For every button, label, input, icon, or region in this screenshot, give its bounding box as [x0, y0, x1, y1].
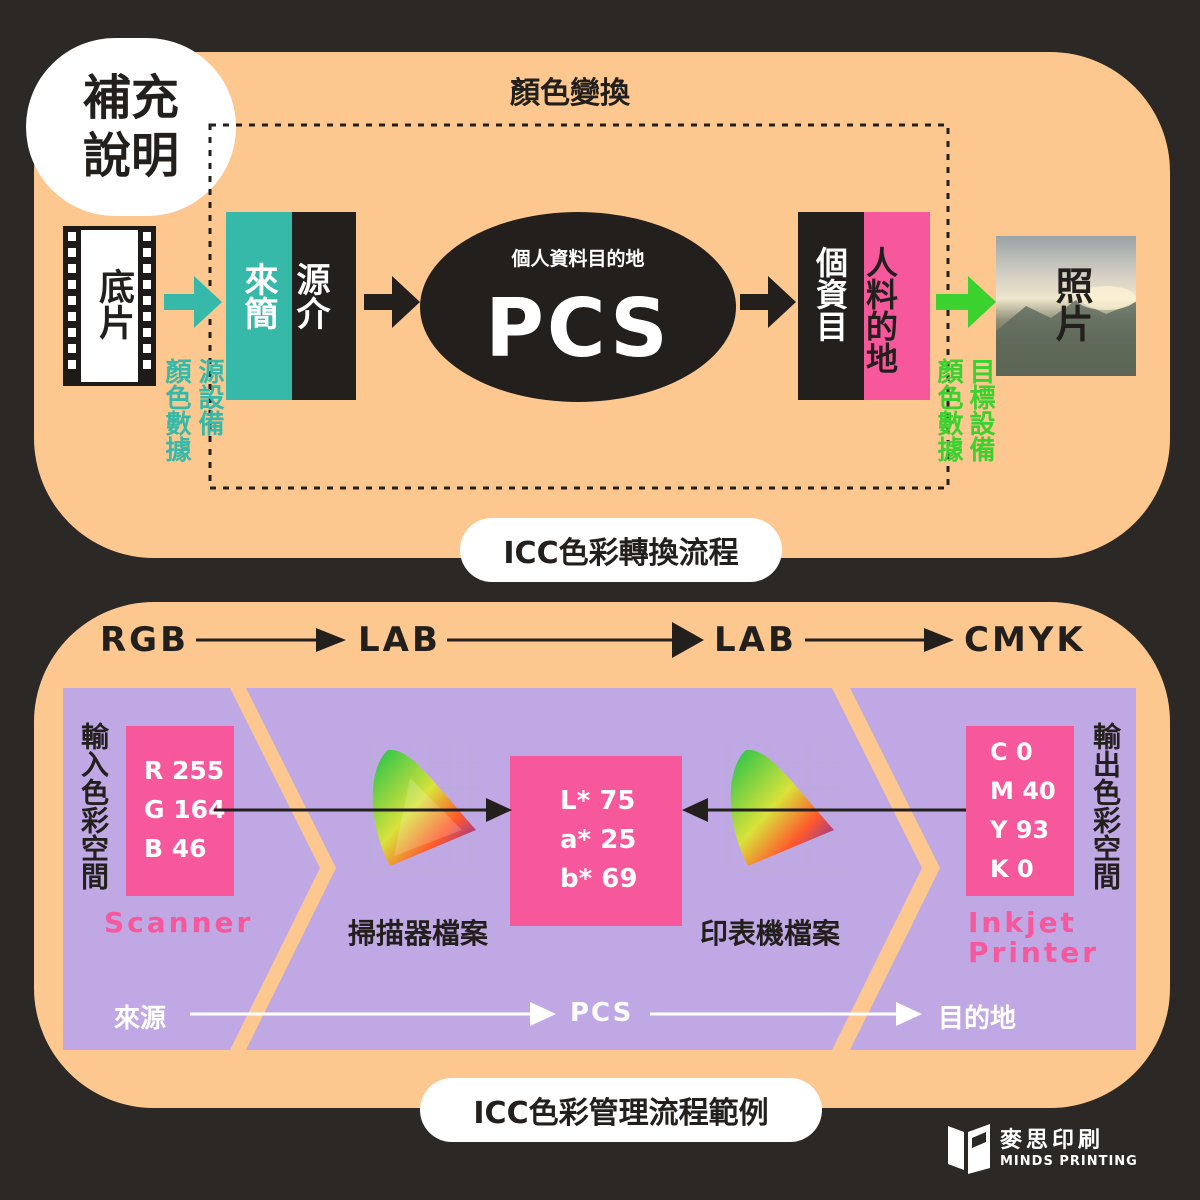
logo-name-en: MINDS PRINTING	[1000, 1154, 1138, 1169]
source-profile-col1: 來簡	[238, 262, 278, 330]
profile-arrows	[214, 798, 978, 822]
note-badge-line1: 補充	[82, 70, 179, 126]
cmyk-k: K 0	[990, 855, 1034, 883]
pcs-ellipse: 個人資料目的地 PCS	[420, 212, 736, 402]
flow-destination: 目的地	[938, 1004, 1017, 1034]
photo-label: 照片	[1049, 266, 1093, 342]
flow-source: 來源	[114, 1004, 167, 1034]
cmyk-m: M 40	[990, 777, 1056, 805]
logo-mark-icon	[948, 1124, 990, 1174]
landscape-photo: 照片	[996, 236, 1136, 376]
source-arrow-icon	[164, 276, 222, 328]
scanner-gamut-chart-icon	[369, 743, 485, 871]
destination-data-label: 顏色數據	[933, 358, 963, 462]
note-badge-line2: 說明	[82, 128, 179, 184]
source-profile-box: 來簡 源介	[226, 212, 356, 400]
lab-a: a* 25	[560, 825, 637, 855]
source-data-label: 顏色數據	[161, 358, 191, 462]
destination-profile-col2: 人料的地	[861, 246, 899, 374]
cmyk-y: Y 93	[990, 816, 1050, 844]
scanner-label: Scanner	[104, 906, 254, 939]
film-label: 底片	[93, 268, 134, 340]
rgb-g: G 164	[144, 795, 226, 824]
flow-pcs: PCS	[570, 998, 634, 1028]
printer-gamut-chart-icon	[727, 743, 843, 871]
printer-profile-label: 印表機檔案	[700, 917, 841, 950]
output-color-space-label: 輸出色彩空間	[1089, 722, 1122, 890]
input-color-space-label: 輸入色彩空間	[77, 722, 110, 890]
space-cmyk: CMYK	[964, 620, 1086, 660]
destination-arrow-icon	[936, 276, 996, 328]
rgb-values-box: R 255 G 164 B 46	[126, 726, 234, 896]
flow-arrows	[190, 1002, 922, 1026]
lab-values-box: L* 75 a* 25 b* 69	[510, 756, 682, 926]
printer-label-line2: Printer	[968, 936, 1100, 969]
destination-profile-col1: 個資目	[811, 246, 849, 342]
cmyk-values-box: C 0 M 40 Y 93 K 0	[966, 726, 1074, 896]
logo-name: 麥思印刷	[1000, 1128, 1105, 1153]
printer-label-line1: Inkjet	[968, 906, 1077, 939]
bottom-caption-text: ICC色彩管理流程範例	[473, 1096, 769, 1131]
bottom-caption: ICC色彩管理流程範例	[420, 1078, 822, 1142]
source-device-label: 源設備	[194, 358, 224, 436]
lab-b: b* 69	[560, 864, 638, 894]
pcs-subtitle: 個人資料目的地	[511, 248, 645, 270]
scanner-profile-label: 掃描器檔案	[348, 917, 489, 950]
to-pcs-arrow-icon	[364, 276, 420, 328]
top-caption: ICC色彩轉換流程	[460, 518, 782, 582]
cmyk-c: C 0	[990, 738, 1033, 766]
pcs-title: PCS	[485, 282, 671, 375]
top-caption-text: ICC色彩轉換流程	[503, 536, 739, 571]
space-lab-1: LAB	[358, 620, 441, 660]
space-lab-2: LAB	[714, 620, 797, 660]
from-pcs-arrow-icon	[740, 276, 796, 328]
space-arrows	[196, 622, 954, 658]
film-strip-icon: 底片	[63, 226, 156, 386]
note-badge: 補充 說明	[26, 38, 236, 216]
rgb-r: R 255	[144, 756, 225, 785]
destination-device-label: 目標設備	[965, 358, 995, 462]
source-profile-col2: 源介	[290, 262, 330, 330]
color-transform-label: 顏色變換	[510, 76, 630, 111]
destination-profile-box: 個資目 人料的地	[798, 212, 930, 400]
rgb-b: B 46	[144, 834, 207, 863]
minds-printing-logo: 麥思印刷 MINDS PRINTING	[944, 1118, 1144, 1178]
space-rgb: RGB	[100, 620, 190, 660]
lab-l: L* 75	[560, 786, 636, 816]
